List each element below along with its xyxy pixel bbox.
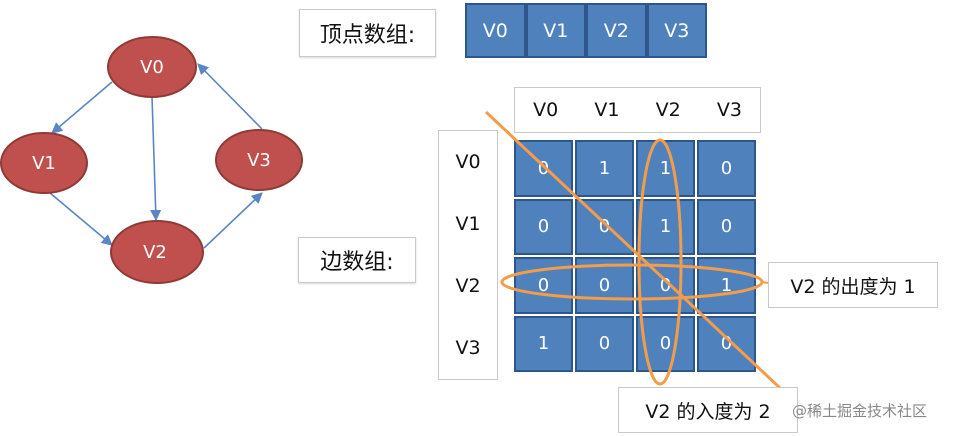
directed-graph [0, 36, 303, 284]
matrix-cell: 0 [636, 315, 695, 372]
matrix-cell: 0 [514, 140, 573, 197]
out-degree-callout: V2 的出度为 1 [768, 262, 938, 308]
matrix-cell: 0 [697, 140, 756, 197]
node-v0-label: V0 [140, 56, 164, 78]
node-v3-shape [215, 129, 303, 191]
vertex-cell: V1 [525, 3, 586, 58]
matrix-cell: 0 [514, 257, 573, 314]
edge-v3-v0 [197, 63, 263, 130]
row-header: V0 [455, 151, 481, 173]
matrix-cell: 1 [575, 140, 634, 197]
vertex-array-label: 顶点数组: [299, 9, 436, 57]
matrix-col-headers: V0 V1 V2 V3 [514, 87, 761, 133]
col-header: V2 [655, 99, 681, 121]
edge-v0-v1 [51, 81, 113, 134]
adjacency-matrix: 0 1 1 0 0 0 1 0 0 0 0 1 1 0 0 0 [514, 140, 756, 372]
matrix-cell: 1 [514, 315, 573, 372]
matrix-cell: 0 [697, 315, 756, 372]
matrix-cell: 1 [636, 140, 695, 197]
node-v1-shape [0, 132, 88, 194]
matrix-cell: 0 [514, 198, 573, 255]
row-header: V2 [455, 275, 481, 297]
edge-v2-v3 [203, 192, 263, 249]
node-v2-shape [110, 220, 204, 284]
matrix-cell: 1 [636, 198, 695, 255]
node-v3-label: V3 [247, 149, 271, 171]
node-v2-label: V2 [143, 241, 167, 263]
matrix-cell: 0 [575, 315, 634, 372]
matrix-row-headers: V0 V1 V2 V3 [438, 130, 498, 380]
col-header: V1 [594, 99, 620, 121]
vertex-cell: V0 [465, 3, 526, 58]
vertex-cell: V3 [646, 3, 707, 58]
matrix-cell: 0 [575, 257, 634, 314]
matrix-cell: 0 [575, 198, 634, 255]
edge-v1-v2 [49, 192, 113, 246]
edge-v0-v2 [150, 95, 162, 222]
vertex-array: V0 V1 V2 V3 [465, 3, 707, 58]
edge-array-label: 边数组: [298, 237, 416, 283]
row-header: V3 [455, 337, 481, 359]
col-header: V3 [716, 99, 742, 121]
node-v0-shape [107, 36, 197, 98]
col-header: V0 [533, 99, 559, 121]
matrix-cell: 0 [636, 257, 695, 314]
vertex-cell: V2 [586, 3, 647, 58]
in-degree-callout: V2 的入度为 2 [618, 387, 798, 433]
matrix-cell: 1 [697, 257, 756, 314]
row-header: V1 [455, 213, 481, 235]
watermark: @稀土掘金技术社区 [792, 402, 928, 420]
matrix-cell: 0 [697, 198, 756, 255]
node-v1-label: V1 [32, 152, 56, 174]
